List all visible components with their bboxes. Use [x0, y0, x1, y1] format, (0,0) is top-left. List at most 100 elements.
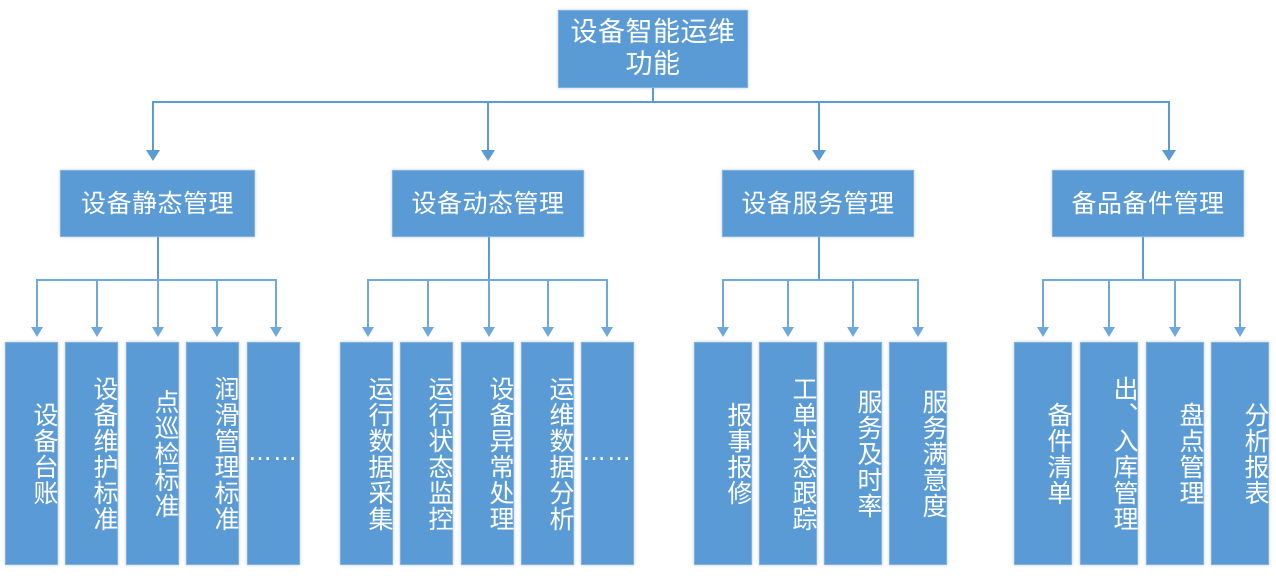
leaf-arrow-icon-4-1	[1037, 327, 1049, 337]
root-node[interactable]: 设备智能运维功能	[558, 10, 748, 88]
leaf-arrow-icon-4-4	[1234, 327, 1246, 337]
root-stem-connector	[652, 88, 654, 102]
leaf-arrow-icon-3-4	[912, 327, 924, 337]
branch-1-stem-connector	[157, 237, 159, 280]
leaf-arrow-icon-3-2	[782, 327, 794, 337]
leaf-node-2-2[interactable]: 运行状态监控	[400, 342, 454, 565]
branch-node-1-label: 设备静态管理	[80, 188, 234, 218]
branch-node-2-label: 设备动态管理	[411, 188, 565, 218]
leaf-node-1-2-label: 设备维护标准	[90, 375, 119, 532]
branch-4-stem-connector	[1142, 237, 1144, 280]
branch-3-stem-connector	[818, 237, 820, 280]
leaf-node-1-1-label: 设备台账	[30, 401, 59, 506]
branch-1-bus-connector	[36, 279, 276, 281]
leaf-node-3-2-label: 工单状态跟踪	[789, 375, 818, 532]
leaf-drop-2-5	[606, 279, 608, 327]
leaf-node-3-4[interactable]: 服务满意度	[889, 342, 948, 565]
branch-node-3-label: 设备服务管理	[741, 188, 895, 218]
leaf-arrow-icon-4-2	[1103, 327, 1115, 337]
leaf-drop-1-3	[157, 279, 159, 327]
leaf-arrow-icon-1-4	[211, 327, 223, 337]
leaf-node-2-1-label: 运行数据采集	[365, 375, 394, 532]
leaf-node-1-3-label: 点巡检标准	[151, 388, 180, 519]
leaf-drop-3-4	[917, 279, 919, 327]
leaf-node-2-5-label: ……	[582, 440, 633, 467]
branch-node-4[interactable]: 备品备件管理	[1052, 170, 1244, 237]
leaf-arrow-icon-1-2	[91, 327, 103, 337]
branch-3-bus-connector	[722, 279, 918, 281]
leaf-node-3-1-label: 报事报修	[724, 401, 753, 506]
leaf-node-2-3-label: 设备异常处理	[486, 375, 515, 532]
leaf-drop-4-4	[1239, 279, 1241, 327]
leaf-node-1-4-label: 润滑管理标准	[211, 375, 240, 532]
leaf-arrow-icon-2-4	[542, 327, 554, 337]
root-node-label: 设备智能运维功能	[570, 17, 736, 80]
level2-drop-connector-1	[152, 101, 154, 150]
leaf-drop-3-2	[787, 279, 789, 327]
leaf-node-3-4-label: 服务满意度	[919, 388, 948, 519]
leaf-drop-4-3	[1174, 279, 1176, 327]
leaf-node-2-3[interactable]: 设备异常处理	[461, 342, 515, 565]
leaf-node-3-3[interactable]: 服务及时率	[824, 342, 883, 565]
leaf-node-4-4-label: 分析报表	[1241, 401, 1270, 506]
leaf-node-4-2[interactable]: 出、入库管理	[1080, 342, 1139, 565]
level2-arrow-icon-3	[812, 150, 826, 161]
leaf-node-4-1[interactable]: 备件清单	[1014, 342, 1073, 565]
level2-arrow-icon-4	[1162, 150, 1176, 161]
leaf-node-1-2[interactable]: 设备维护标准	[65, 342, 119, 565]
leaf-drop-1-1	[36, 279, 38, 327]
leaf-arrow-icon-2-5	[601, 327, 613, 337]
leaf-node-3-1[interactable]: 报事报修	[694, 342, 753, 565]
leaf-arrow-icon-1-1	[31, 327, 43, 337]
leaf-drop-2-4	[547, 279, 549, 327]
leaf-node-4-3-label: 盘点管理	[1176, 401, 1205, 506]
leaf-node-4-1-label: 备件清单	[1044, 401, 1073, 506]
leaf-arrow-icon-2-3	[483, 327, 495, 337]
level2-drop-connector-2	[487, 101, 489, 150]
leaf-node-1-3[interactable]: 点巡检标准	[126, 342, 180, 565]
leaf-node-1-4[interactable]: 润滑管理标准	[186, 342, 240, 565]
branch-node-1[interactable]: 设备静态管理	[60, 170, 255, 237]
leaf-drop-2-3	[488, 279, 490, 327]
leaf-drop-4-1	[1042, 279, 1044, 327]
leaf-node-2-5[interactable]: ……	[581, 342, 634, 565]
leaf-node-1-5-label: ……	[248, 440, 299, 467]
leaf-node-1-1[interactable]: 设备台账	[5, 342, 59, 565]
leaf-arrow-icon-2-1	[362, 327, 374, 337]
leaf-drop-2-2	[427, 279, 429, 327]
leaf-node-4-4[interactable]: 分析报表	[1211, 342, 1270, 565]
branch-4-bus-connector	[1042, 279, 1240, 281]
leaf-node-3-3-label: 服务及时率	[854, 388, 883, 519]
leaf-arrow-icon-3-1	[717, 327, 729, 337]
branch-node-2[interactable]: 设备动态管理	[392, 170, 584, 237]
leaf-node-2-2-label: 运行状态监控	[425, 375, 454, 532]
leaf-arrow-icon-3-3	[847, 327, 859, 337]
leaf-node-2-4-label: 运维数据分析	[546, 375, 575, 532]
level2-drop-connector-3	[818, 101, 820, 150]
leaf-node-2-1[interactable]: 运行数据采集	[340, 342, 394, 565]
leaf-drop-1-5	[275, 279, 277, 327]
level2-arrow-icon-1	[146, 150, 160, 161]
leaf-drop-3-3	[852, 279, 854, 327]
leaf-arrow-icon-4-3	[1169, 327, 1181, 337]
leaf-arrow-icon-2-2	[422, 327, 434, 337]
leaf-arrow-icon-1-3	[152, 327, 164, 337]
leaf-node-4-3[interactable]: 盘点管理	[1146, 342, 1205, 565]
leaf-drop-1-4	[216, 279, 218, 327]
leaf-arrow-icon-1-5	[270, 327, 282, 337]
leaf-node-3-2[interactable]: 工单状态跟踪	[759, 342, 818, 565]
level2-drop-connector-4	[1168, 101, 1170, 150]
branch-2-bus-connector	[367, 279, 607, 281]
leaf-node-4-2-label: 出、入库管理	[1110, 375, 1139, 532]
branch-2-stem-connector	[488, 237, 490, 280]
leaf-node-2-4[interactable]: 运维数据分析	[521, 342, 575, 565]
leaf-drop-2-1	[367, 279, 369, 327]
leaf-drop-3-1	[722, 279, 724, 327]
leaf-node-1-5[interactable]: ……	[247, 342, 300, 565]
branch-node-3[interactable]: 设备服务管理	[722, 170, 914, 237]
level2-arrow-icon-2	[481, 150, 495, 161]
leaf-drop-4-2	[1108, 279, 1110, 327]
leaf-drop-1-2	[96, 279, 98, 327]
branch-node-4-label: 备品备件管理	[1071, 188, 1225, 218]
